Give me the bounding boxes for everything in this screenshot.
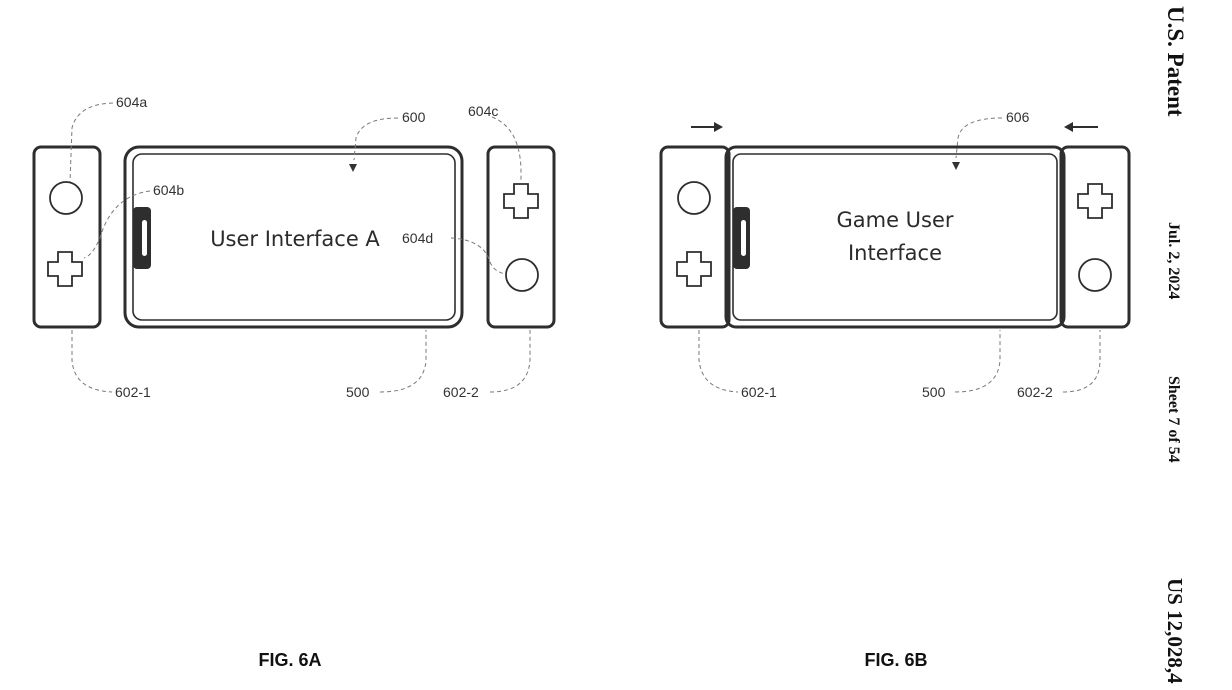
- header-patent-number: US 12,028,4: [1163, 578, 1187, 684]
- left-controller-6b: [659, 145, 731, 329]
- ref-604c: 604c: [468, 103, 498, 119]
- leader-602-2: [1062, 330, 1101, 393]
- button-icon: [1078, 258, 1112, 292]
- left-controller-body: [32, 145, 102, 329]
- arrow-right-icon: [691, 122, 723, 132]
- right-controller-6a: [486, 145, 556, 329]
- ref-500: 500: [346, 384, 370, 400]
- dpad-icon: [47, 251, 83, 287]
- left-controller-6a: [32, 145, 102, 329]
- dpad-icon: [676, 251, 712, 287]
- right-controller-body: [486, 145, 556, 329]
- header-sheet: Sheet 7 of 54: [1165, 376, 1182, 463]
- dpad-icon: [503, 183, 539, 219]
- figure-caption-6a: FIG. 6A: [258, 650, 321, 670]
- ref-606: 606: [1006, 109, 1030, 125]
- leader-602-1: [698, 330, 739, 393]
- screen-text-line1: Game User: [836, 208, 953, 232]
- button-icon: [677, 181, 711, 215]
- right-controller-6b: [1059, 145, 1131, 329]
- device-500-6b: Game User Interface: [724, 145, 1066, 329]
- ref-604a: 604a: [116, 94, 147, 110]
- ref-602-1: 602-1: [741, 384, 777, 400]
- screen-text-user-interface-a: User Interface A: [210, 227, 380, 251]
- dpad-icon: [1077, 183, 1113, 219]
- leader-500: [954, 330, 1001, 393]
- camera-notch-inner: [741, 220, 746, 256]
- ref-604b: 604b: [153, 182, 184, 198]
- button-604d-icon: [505, 258, 539, 292]
- leader-604d: [450, 237, 507, 275]
- ref-602-2: 602-2: [1017, 384, 1053, 400]
- arrow-left-icon: [1064, 122, 1098, 132]
- figure-6b: Game User Interface 606 602-1 500 602-2 …: [659, 109, 1131, 670]
- camera-notch-inner: [142, 220, 147, 256]
- ref-600: 600: [402, 109, 426, 125]
- header-title: U.S. Patent: [1163, 6, 1188, 117]
- leader-602-2: [489, 330, 531, 393]
- leader-604a: [69, 102, 114, 183]
- leader-604b: [83, 190, 151, 259]
- leader-500: [379, 330, 427, 393]
- right-controller-body: [1059, 145, 1131, 329]
- screen-text-line2: Interface: [848, 241, 942, 265]
- arrow-600-tip: [349, 164, 357, 172]
- ref-604d: 604d: [402, 230, 433, 246]
- button-604a-icon: [49, 181, 83, 215]
- device-outer-frame: [123, 145, 464, 329]
- header-date: Jul. 2, 2024: [1165, 222, 1182, 299]
- ref-602-2: 602-2: [443, 384, 479, 400]
- patent-header: U.S. Patent Jul. 2, 2024 Sheet 7 of 54 U…: [1163, 6, 1188, 684]
- arrow-606-tip: [952, 162, 960, 170]
- leader-604c: [491, 116, 522, 182]
- device-500-6a: User Interface A: [123, 145, 464, 329]
- leader-606: [955, 117, 1003, 159]
- figure-6a: User Interface A 604a 604b 604c 604d 600…: [32, 94, 556, 670]
- figure-caption-6b: FIG. 6B: [864, 650, 927, 670]
- ref-500: 500: [922, 384, 946, 400]
- device-screen: [732, 153, 1058, 321]
- leader-602-1: [71, 330, 113, 393]
- ref-602-1: 602-1: [115, 384, 151, 400]
- device-outer-frame: [724, 145, 1066, 329]
- leader-600: [353, 117, 399, 161]
- left-controller-body: [659, 145, 731, 329]
